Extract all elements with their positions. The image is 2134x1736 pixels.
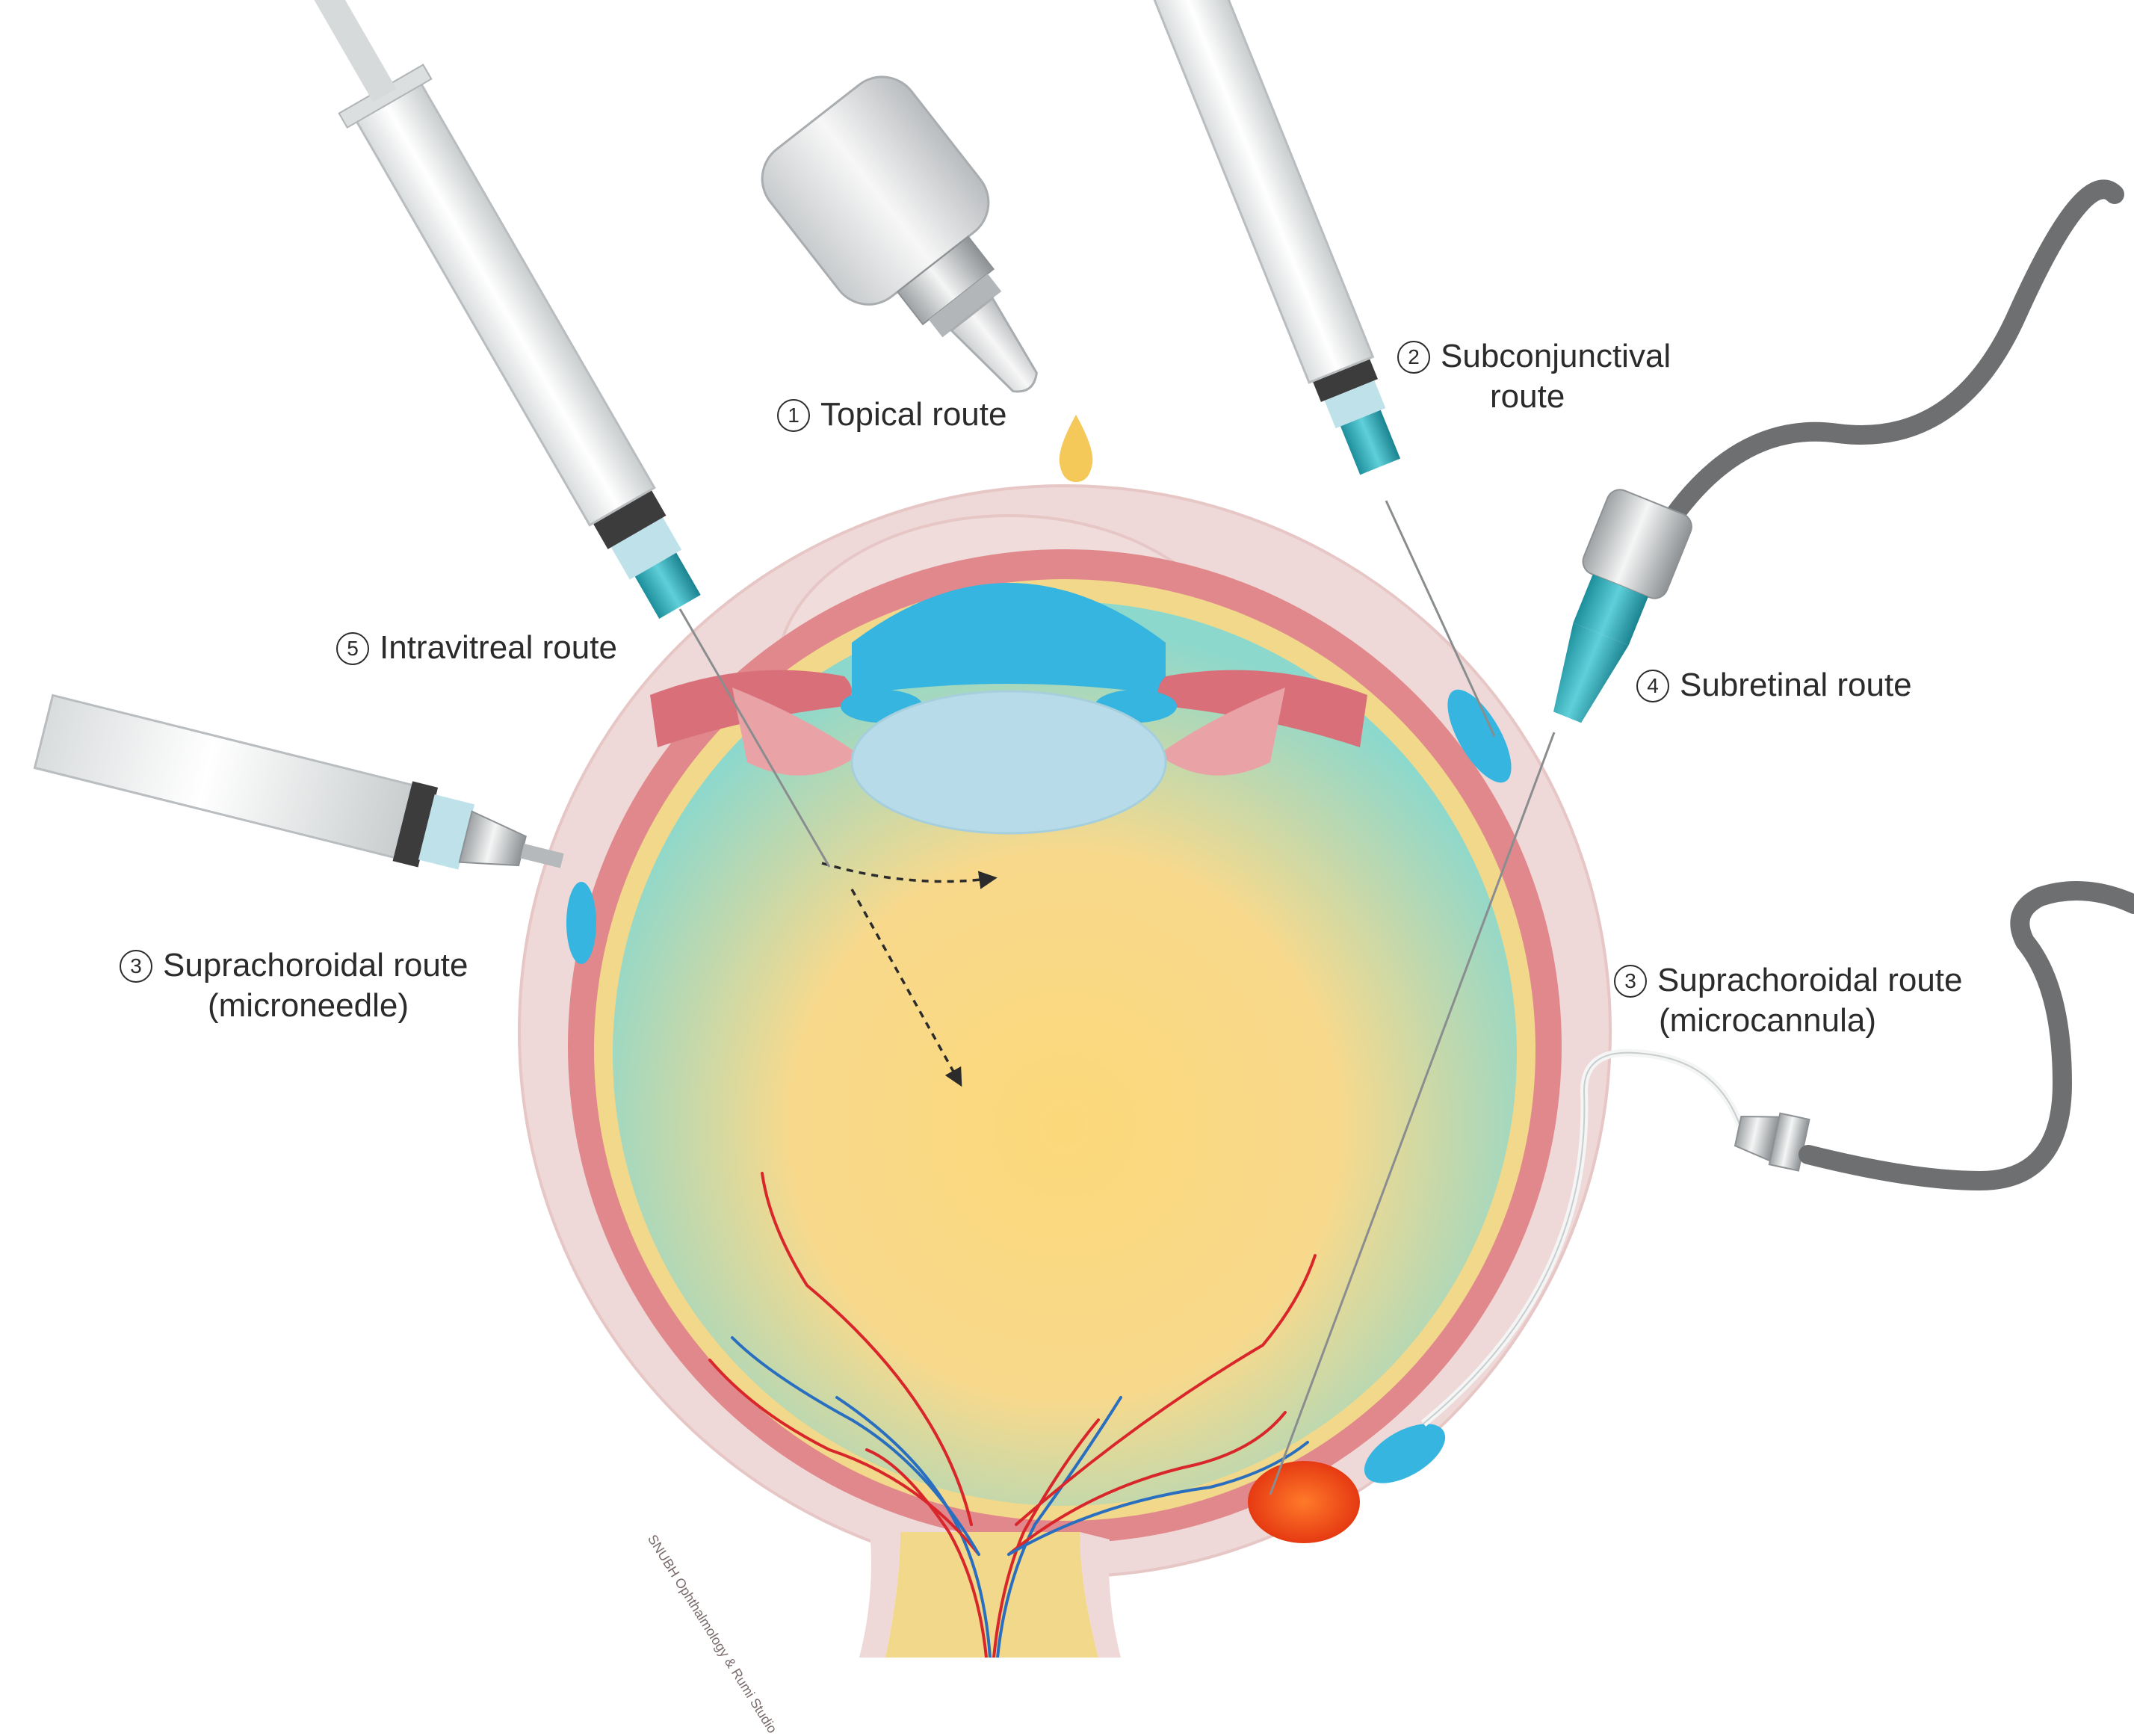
macula bbox=[1248, 1461, 1360, 1543]
eye-drop-bottle bbox=[761, 75, 1038, 393]
label-subretinal-route: 4 Subretinal route bbox=[1636, 665, 1912, 705]
route-name: Suprachoroidal route bbox=[163, 947, 468, 983]
route-name: Suprachoroidal route bbox=[1657, 962, 1963, 998]
subretinal-tube bbox=[1649, 179, 2124, 548]
intravitreal-syringe bbox=[272, 0, 831, 868]
route-name-line2: (microcannula) bbox=[1659, 1002, 1876, 1039]
suprachoroidal-depot-right bbox=[1364, 1424, 1446, 1483]
route-name-line2: (microneedle) bbox=[208, 987, 409, 1024]
route-number-badge: 4 bbox=[1636, 670, 1669, 702]
lens bbox=[850, 690, 1167, 835]
diffusion-arrow-lens bbox=[821, 862, 998, 889]
label-intravitreal-route: 5 Intravitreal route bbox=[336, 628, 617, 668]
label-subconjunctival-route: 2 Subconjunctival route bbox=[1397, 336, 1671, 417]
route-name-line2: route bbox=[1490, 378, 1565, 415]
label-topical-route: 1 Topical route bbox=[777, 395, 1006, 435]
microcannula-outer-tube bbox=[1799, 881, 2134, 1191]
eye-drug-delivery-diagram bbox=[33, 0, 2134, 1658]
suprachoroidal-microneedle-syringe bbox=[33, 694, 564, 870]
route-name: Intravitreal route bbox=[380, 629, 617, 666]
subconjunctival-syringe bbox=[1142, 0, 1496, 737]
route-name: Subconjunctival bbox=[1441, 338, 1671, 374]
optic-nerve bbox=[885, 1532, 1098, 1658]
suprachoroidal-depot-left bbox=[566, 882, 596, 964]
vitreous bbox=[613, 602, 1517, 1506]
suprachoroidal-microcannula bbox=[1420, 881, 2134, 1427]
subretinal-needle bbox=[1269, 732, 1556, 1495]
route-number-badge: 2 bbox=[1397, 341, 1430, 374]
optic-nerve-sheath bbox=[859, 1532, 1121, 1658]
route-number-badge: 1 bbox=[777, 399, 810, 432]
intravitreal-needle bbox=[678, 608, 831, 868]
ciliary-body-right bbox=[1158, 688, 1285, 776]
subconjunctival-bleb bbox=[1447, 689, 1512, 783]
route-name: Subretinal route bbox=[1680, 667, 1912, 703]
label-suprachoroidal-microneedle: 3 Suprachoroidal route (microneedle) bbox=[120, 945, 468, 1026]
retinal-vessels bbox=[708, 1172, 1317, 1658]
route-number-badge: 3 bbox=[120, 950, 152, 983]
anterior-chamber bbox=[852, 583, 1166, 695]
route-number-badge: 3 bbox=[1614, 965, 1647, 998]
subretinal-cannula bbox=[1269, 179, 2124, 1495]
route-number-badge: 5 bbox=[336, 632, 369, 665]
label-suprachoroidal-microcannula: 3 Suprachoroidal route (microcannula) bbox=[1614, 960, 1962, 1041]
eyeball bbox=[518, 484, 1612, 1658]
subconjunctival-needle bbox=[1385, 500, 1496, 737]
eye-drop bbox=[1059, 415, 1093, 482]
route-name: Topical route bbox=[820, 396, 1007, 433]
